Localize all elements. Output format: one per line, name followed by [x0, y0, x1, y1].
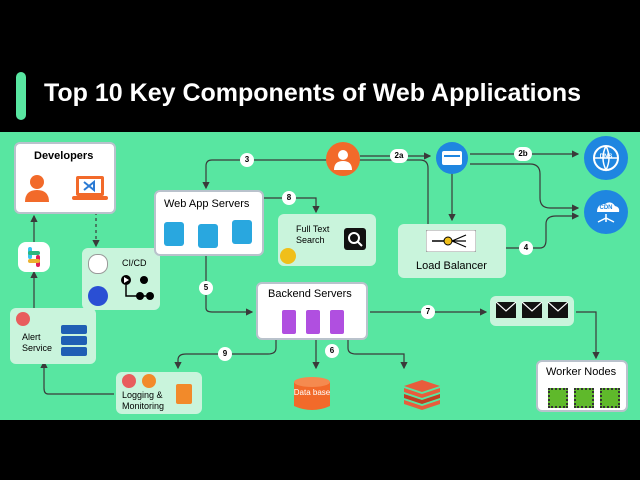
- edge-label-3: 3: [240, 153, 254, 167]
- edge-label-4: 4: [519, 241, 533, 255]
- user-client-icon: [326, 142, 360, 176]
- edge-4: [506, 212, 580, 249]
- title-bar: Top 10 Key Components of Web Application…: [0, 0, 640, 132]
- web-app-servers-box[interactable]: Web App Servers: [154, 190, 264, 256]
- user-icon: [25, 175, 49, 202]
- backend-servers-label: Backend Servers: [268, 288, 352, 300]
- backend-servers-box[interactable]: Backend Servers: [256, 282, 368, 340]
- web-server-icon-2: [198, 224, 218, 248]
- logging-monitoring-box[interactable]: Logging & Monitoring: [116, 372, 202, 414]
- edge-label-2a: 2a: [390, 149, 408, 163]
- full-text-search-label: Full Text Search: [296, 224, 330, 245]
- message-queue-box[interactable]: [490, 296, 574, 326]
- edge-queue-worker: [576, 311, 600, 360]
- elastic-icon: [280, 248, 296, 264]
- dns-node[interactable]: DNS: [584, 136, 628, 180]
- full-text-search-box[interactable]: Full Text Search: [278, 214, 376, 266]
- edge-log-alert: [40, 360, 114, 395]
- alert-server-icon: [61, 325, 87, 356]
- load-balancer-box[interactable]: Load Balancer: [398, 224, 506, 278]
- edge-label-6: 6: [325, 344, 339, 358]
- dns-label: DNS: [599, 154, 613, 160]
- worker-nodes-box[interactable]: Worker Nodes: [536, 360, 628, 412]
- logging-monitoring-label: Logging & Monitoring: [122, 390, 165, 411]
- database-icon: [294, 377, 330, 410]
- worker-chip-icon-2: [574, 388, 594, 408]
- edge-cache: [347, 336, 408, 370]
- cdn-node[interactable]: CDN: [584, 190, 628, 234]
- edge-cdn: [470, 163, 580, 212]
- web-server-icon-1: [164, 222, 184, 246]
- edge-label-8: 8: [282, 191, 296, 205]
- search-icon: [344, 228, 366, 250]
- edge-label-2b: 2b: [514, 147, 532, 161]
- cdn-label: CDN: [599, 205, 613, 211]
- database-node[interactable]: Data base: [292, 376, 332, 412]
- cache-icon[interactable]: [402, 376, 442, 412]
- log-file-icon: [176, 384, 192, 404]
- load-balancer-icon: [426, 230, 476, 252]
- backend-server-icon-3: [330, 310, 344, 334]
- cdn-cloud-icon: [597, 202, 620, 223]
- title-accent: [16, 72, 26, 120]
- worker-nodes-label: Worker Nodes: [546, 366, 617, 378]
- cicd-box[interactable]: CI/CD: [82, 248, 160, 310]
- alert-icon: [16, 312, 30, 326]
- message-queue-icon: [496, 302, 568, 318]
- pipeline-icon: [121, 275, 154, 300]
- developers-label: Developers: [34, 150, 94, 162]
- database-label: Data base: [293, 388, 331, 397]
- page-title: Top 10 Key Components of Web Application…: [44, 79, 582, 107]
- dns-globe-icon: [593, 145, 619, 172]
- diagram-canvas: 3 8 2a 2b 4 5 7 6 9 Developers CI/CD: [0, 132, 640, 420]
- laptop-icon: [72, 176, 108, 200]
- worker-chip-icon-3: [600, 388, 620, 408]
- edge-3: [202, 159, 429, 226]
- github-icon: [88, 286, 108, 306]
- edge-label-7: 7: [421, 305, 435, 319]
- developers-box[interactable]: Developers: [14, 142, 116, 214]
- edge-label-9: 9: [218, 347, 232, 361]
- load-balancer-label: Load Balancer: [416, 260, 487, 272]
- slack-tile: [18, 242, 50, 272]
- edge-label-5: 5: [199, 281, 213, 295]
- web-server-icon-3: [232, 220, 252, 244]
- alert-service-label: Alert Service: [22, 332, 53, 353]
- cicd-label: CI/CD: [122, 258, 147, 268]
- web-app-servers-label: Web App Servers: [164, 198, 250, 210]
- prometheus-icon: [122, 374, 136, 388]
- alert-service-box[interactable]: Alert Service: [10, 308, 96, 364]
- backend-server-icon-1: [282, 310, 296, 334]
- grafana-icon: [142, 374, 156, 388]
- backend-server-icon-2: [306, 310, 320, 334]
- edge-8: [262, 197, 320, 214]
- browser-entry-icon: [436, 142, 468, 174]
- bottom-bar: [0, 420, 640, 480]
- slack-icon: [28, 247, 40, 267]
- jenkins-icon: [88, 254, 108, 274]
- edge-5: [205, 254, 254, 316]
- worker-chip-icon-1: [548, 388, 568, 408]
